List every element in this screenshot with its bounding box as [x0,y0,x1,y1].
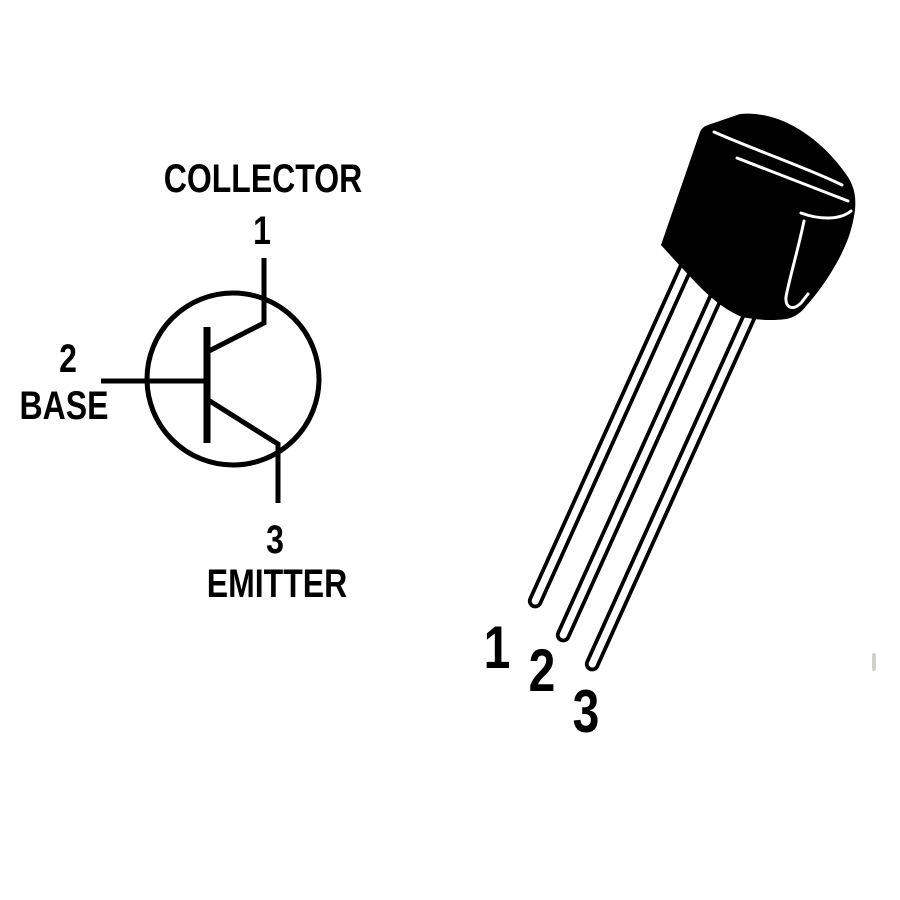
top-face-edge-right [735,156,850,203]
transistor-symbol [101,258,322,503]
emitter-label: EMITTER [206,562,348,606]
package-pin-3-label: 3 [572,678,600,745]
package-pin-2-label: 2 [528,637,556,704]
package-pin-1-label: 1 [483,614,511,681]
lead-2 [555,263,735,643]
to92-package-drawing [527,113,856,672]
emitter-pin-number: 3 [266,518,284,562]
top-face-edge-left [712,130,844,187]
dome-rim-arc [799,209,853,220]
front-side-crease [784,219,810,309]
to92-facet-lines [712,130,853,309]
scan-speck-artifact [872,653,876,671]
lead-3 [584,283,768,672]
lead-1 [527,239,703,609]
to92-body [661,113,856,321]
base-pin-number: 2 [59,337,77,381]
emitter-wire [203,395,281,503]
base-label: BASE [19,384,109,428]
collector-wire [203,258,267,356]
collector-pin-number: 1 [253,209,271,253]
collector-label: COLLECTOR [163,157,363,201]
